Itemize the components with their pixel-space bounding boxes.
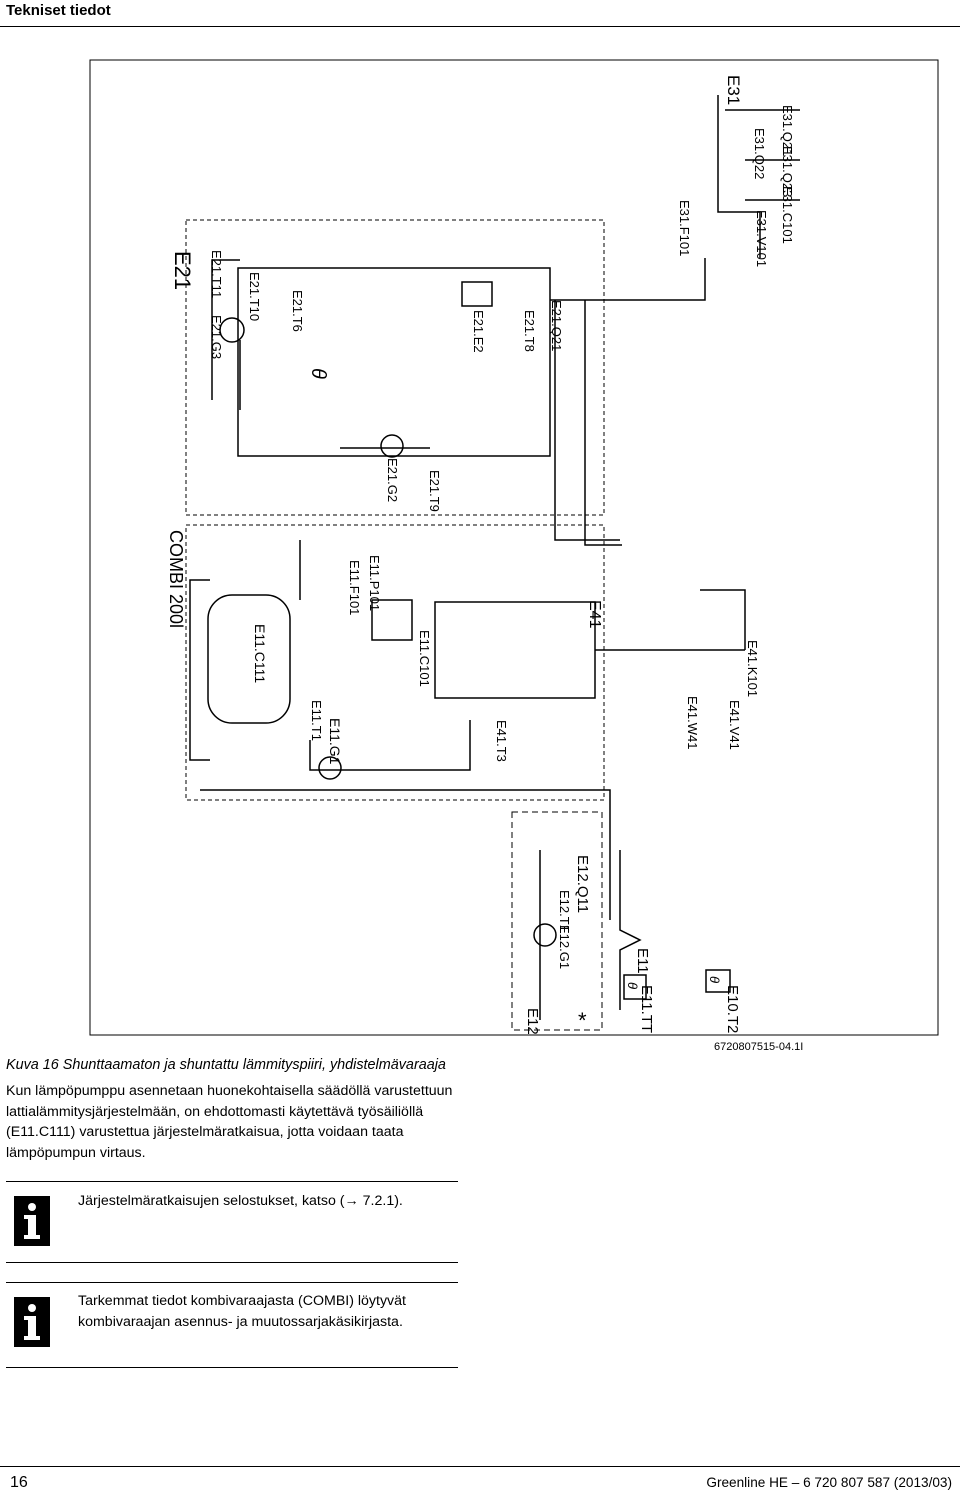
label-e41-w41: E41.W41 (685, 696, 700, 749)
e12-g1-pump (533, 923, 557, 947)
label-e21-t11: E21.T11 (209, 250, 224, 298)
info-note-2: Tarkemmat tiedot kombivaraajasta (COMBI)… (6, 1282, 458, 1368)
label-e31: E31 (724, 75, 743, 105)
e11-tt-sensor (623, 974, 647, 1000)
label-e11-g1: E11.G1 (327, 718, 343, 765)
label-e12-q11: E12.Q11 (574, 855, 591, 913)
label-e21-g3: E21.G3 (209, 315, 224, 359)
e11-c111-tank (207, 594, 291, 724)
label-asterisk: * (578, 1008, 587, 1033)
label-theta-tank: θ (307, 368, 329, 379)
e21-g3-pump (219, 317, 245, 343)
label-e11-t1: E11.T1 (309, 700, 324, 741)
label-e12-g1: E12.G1 (557, 925, 572, 969)
body-paragraph: Kun lämpöpumppu asennetaan huonekohtaise… (6, 1083, 453, 1161)
label-e12: E12 (524, 1008, 541, 1035)
label-e41-t3: E41.T3 (494, 720, 509, 762)
pipe-e12-zigzag (619, 850, 642, 1010)
e11-g1-pump (318, 756, 342, 780)
info-note-2-text: Tarkemmat tiedot kombivaraajasta (COMBI)… (78, 1293, 406, 1330)
figure-caption: Kuva 16 Shunttaamaton ja shuntattu lämmi… (6, 1057, 446, 1073)
label-e21-t9: E21.T9 (427, 470, 442, 512)
info-note-1-text: Järjestelmäratkaisujen selostukset, kats… (78, 1193, 403, 1209)
label-e21-t6: E21.T6 (290, 290, 305, 332)
label-e31-q21: E31.Q21 (780, 105, 795, 156)
label-e21-t8: E21.T8 (522, 310, 537, 352)
label-e31-f101: E31.F101 (677, 200, 692, 256)
pipe-combi-left (189, 579, 210, 761)
label-e11-f101: E11.F101 (347, 560, 362, 615)
label-e11-c111: E11.C111 (252, 624, 268, 683)
label-e11-c101: E11.C101 (417, 630, 432, 687)
page-header-title: Tekniset tiedot (6, 2, 111, 19)
header-rule (0, 26, 960, 27)
label-e21-t10: E21.T10 (247, 272, 262, 321)
pipe-flow-main (309, 720, 471, 771)
label-combi: COMBI 200l (166, 530, 186, 628)
pipe-e41-valves (700, 589, 746, 650)
e10-t2-sensor (705, 969, 731, 993)
label-e31-q22: E31.Q22 (752, 128, 767, 179)
e21-e2-heater (461, 281, 493, 307)
pipe-return-main (200, 789, 611, 920)
label-e41-k101: E41.K101 (745, 640, 760, 697)
label-theta-e10: θ (707, 976, 722, 983)
footer-rule (0, 1466, 960, 1467)
label-e21-q21: E21.Q21 (549, 300, 564, 351)
pipe-vertical-b (584, 300, 622, 546)
diagram-frame (89, 59, 939, 1036)
label-e11-p101: E11.P101 (367, 555, 382, 611)
label-theta-e11: θ (625, 982, 640, 989)
label-e11: E11 (634, 948, 651, 974)
label-e41: E41 (586, 600, 603, 629)
label-e21: E21 (170, 251, 195, 290)
e21-tank (237, 267, 551, 457)
label-e11-tt: E11.TT (638, 985, 655, 1033)
label-e21-e2: E21.E2 (471, 310, 486, 353)
e11-c101-expansion (371, 599, 413, 641)
figure-id: 6720807515-04.1I (714, 1041, 803, 1053)
hydraulic-schematic: E21 E21.T11 E21.T10 E21.G3 E21.T6 E21.E2… (89, 59, 939, 1053)
label-e12-t1: E12.T1 (557, 890, 572, 932)
label-e10-t2: E10.T2 (724, 985, 741, 1033)
footer-reference: Greenline HE – 6 720 807 587 (2013/03) (706, 1475, 952, 1490)
info-icon (14, 1196, 50, 1246)
label-e41-v41: E41.V41 (727, 700, 742, 750)
info-icon (14, 1297, 50, 1347)
label-e31-v101: E31.V101 (754, 210, 769, 267)
pipe-e21-return (211, 259, 240, 400)
e12-dashed-box (511, 811, 603, 1031)
pipe-e31-main (717, 95, 761, 258)
e41-heat-pump-block (434, 601, 596, 699)
combi-dashed-box (185, 524, 605, 801)
label-e31-c101: E31.C101 (780, 186, 795, 244)
e21-g2-pump (380, 434, 404, 458)
pipe-e21-connection (550, 258, 706, 301)
pipe-vertical-a (554, 300, 620, 541)
info-note-1: Järjestelmäratkaisujen selostukset, kats… (6, 1181, 458, 1263)
page-number: 16 (10, 1474, 28, 1491)
label-e31-q23: E31.Q23 (780, 146, 795, 197)
label-e21-g2: E21.G2 (385, 458, 400, 502)
